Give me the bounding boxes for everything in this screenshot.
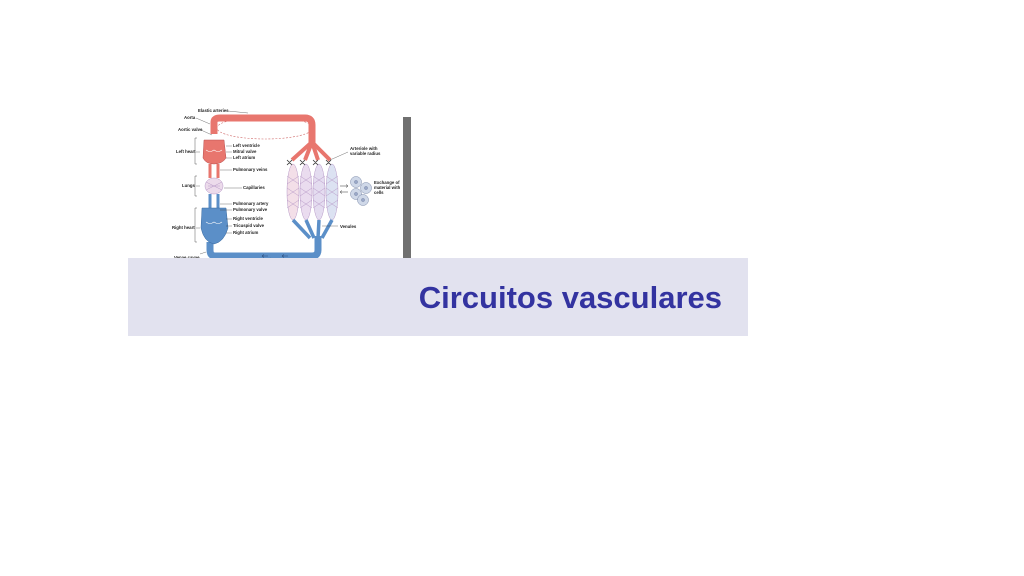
title-band: Circuitos vasculares: [128, 258, 748, 336]
pulmonary-veins: [208, 164, 220, 178]
label-venules: Venules: [340, 224, 357, 229]
arteriole-markers: [286, 159, 332, 166]
left-brackets: [194, 137, 197, 243]
label-arteriole-line1: Arteriole with: [350, 146, 378, 151]
lung-capillaries: [204, 177, 224, 195]
label-exchange-line2: material with: [374, 185, 401, 190]
arteriole-branches: [290, 140, 332, 162]
label-tricuspid-valve: Tricuspid valve: [233, 223, 265, 228]
label-venae-cavae: Venae cavae: [174, 255, 200, 260]
label-arteriole-line2: variable radius: [350, 151, 381, 156]
label-exchange-line3: cells: [374, 190, 384, 195]
pulmonary-artery: [208, 194, 220, 208]
right-heart: [200, 207, 229, 245]
slide-title: Circuitos vasculares: [418, 280, 722, 315]
label-aorta: Aorta: [184, 115, 196, 120]
label-right-atrium: Right atrium: [233, 230, 258, 235]
heart-valve-marks: [205, 149, 223, 224]
venule-branches: [291, 218, 334, 240]
label-left-ventricle: Left ventricle: [233, 143, 260, 148]
systemic-vein: [206, 236, 322, 260]
label-left-heart: Left heart: [176, 149, 196, 154]
label-left-atrium: Left atrium: [233, 155, 255, 160]
label-pulmonary-artery: Pulmonary artery: [233, 201, 269, 206]
exchange-arrows: [339, 184, 349, 194]
label-aortic-valve: Aortic valve: [178, 127, 203, 132]
label-right-ventricle: Right ventricle: [233, 216, 263, 221]
label-pulmonary-valve: Pulmonary valve: [233, 207, 268, 212]
label-pulmonary-veins: Pulmonary veins: [233, 167, 268, 172]
label-exchange-line1: Exchange of: [374, 180, 400, 185]
label-elastic-arteries: Elastic arteries: [198, 108, 229, 113]
label-capillaries: Capillaries: [243, 185, 265, 190]
label-lungs: Lungs: [182, 183, 195, 188]
circulation-diagram: Elastic arteries Aorta Aortic valve Left…: [170, 104, 403, 272]
vein-flow-arrows: [261, 254, 288, 258]
aorta-vessel: [210, 114, 316, 144]
exchange-cells: [350, 176, 372, 206]
left-heart: [202, 139, 227, 165]
label-right-heart: Right heart: [172, 225, 195, 230]
label-mitral-valve: Mitral valve: [233, 149, 257, 154]
systemic-capillary-beds: [286, 163, 339, 221]
